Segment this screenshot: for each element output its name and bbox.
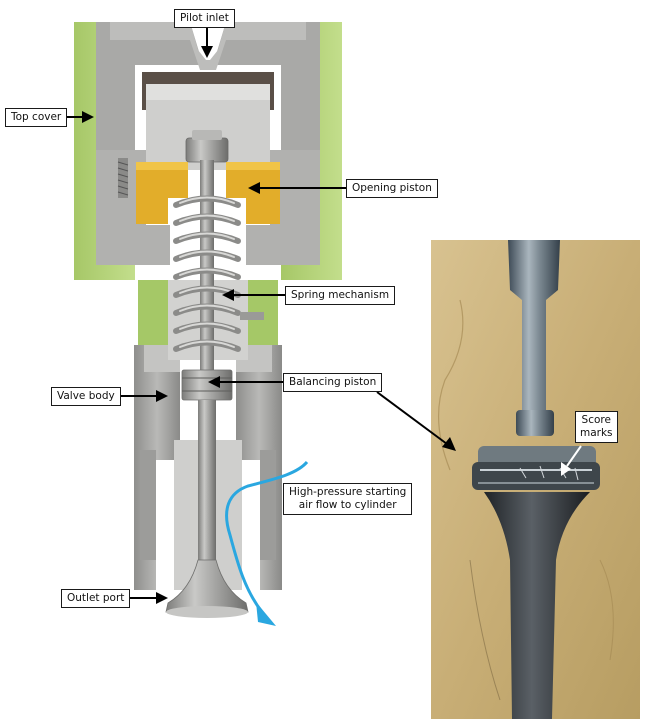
label-top-cover: Top cover <box>5 108 68 127</box>
label-spring-mechanism: Spring mechanism <box>285 286 396 305</box>
photo-panel <box>431 240 640 719</box>
label-pilot-inlet: Pilot inlet <box>174 9 235 28</box>
label-score-marks-line1: Score <box>581 414 611 426</box>
piston-nut <box>185 130 229 163</box>
top-cover <box>74 22 342 280</box>
label-balancing-piston: Balancing piston <box>283 373 383 392</box>
label-outlet-port: Outlet port <box>61 589 131 608</box>
leader-lines <box>64 28 456 604</box>
opening-piston <box>136 162 280 224</box>
label-score-marks-line2: marks <box>580 427 613 439</box>
label-valve-body: Valve body <box>51 387 121 406</box>
label-air-flow-line2: air flow to cylinder <box>298 499 397 511</box>
air-flow-arrow <box>225 460 309 626</box>
label-score-marks: Score marks <box>575 411 618 443</box>
label-air-flow: High-pressure starting air flow to cylin… <box>283 483 413 515</box>
score-marks-arrow <box>561 445 582 476</box>
label-air-flow-line1: High-pressure starting <box>289 486 407 498</box>
label-opening-piston: Opening piston <box>346 179 438 198</box>
